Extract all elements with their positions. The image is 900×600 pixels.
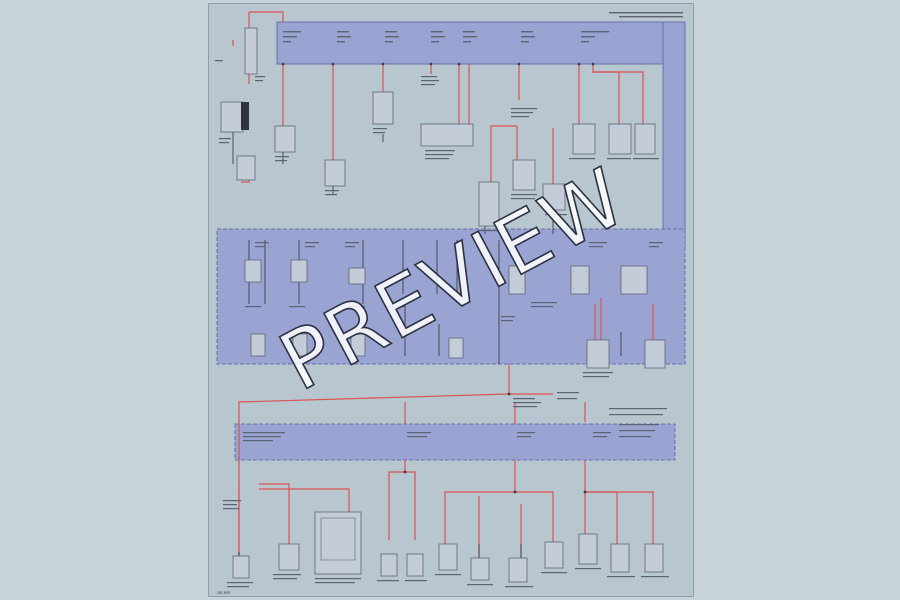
component-box [290,259,308,283]
component-box [380,553,398,577]
wire-junctions [281,62,595,494]
component-box [512,159,536,191]
illegible-text-marks [215,12,683,588]
component-box [470,557,490,581]
component-box [420,123,474,147]
component-box [350,333,366,357]
component-box [220,101,244,133]
component-box [244,259,262,283]
component-box [586,339,610,369]
sheet-id: SBI-8FR [217,591,231,595]
components [220,27,666,583]
component-box [578,533,598,565]
component-box [406,553,424,577]
lower-power-block [234,423,676,461]
component-box [250,333,266,357]
component-box [610,543,630,573]
component-box [236,155,256,181]
top-fuse-block [276,21,686,65]
component-box [372,91,394,125]
component-box [478,181,500,227]
component-box [232,555,250,579]
component-box [324,159,346,187]
component-box [508,265,526,295]
component-box [644,543,664,573]
power-wires [232,11,654,564]
component-box [544,541,564,569]
component-box [542,183,566,211]
component-box [274,125,296,153]
component-box [644,339,666,369]
fuse-block-side-bus [662,21,686,247]
component-box [314,511,362,575]
component-box [608,123,632,155]
component-box [278,543,300,571]
component-box [448,337,464,359]
component-box [570,265,590,295]
battery [244,27,258,75]
component-box [348,267,366,285]
component-box [292,333,308,357]
component-box [620,265,648,295]
wiring-diagram-canvas: SBI-8FR [215,11,686,595]
component-box [572,123,596,155]
wiring-diagram-sheet: SBI-8FR [208,3,694,597]
component-box [438,543,458,571]
component-box [634,123,656,155]
module-inner-frame [320,517,356,561]
resistor-icon [241,102,249,130]
component-box [508,557,528,583]
